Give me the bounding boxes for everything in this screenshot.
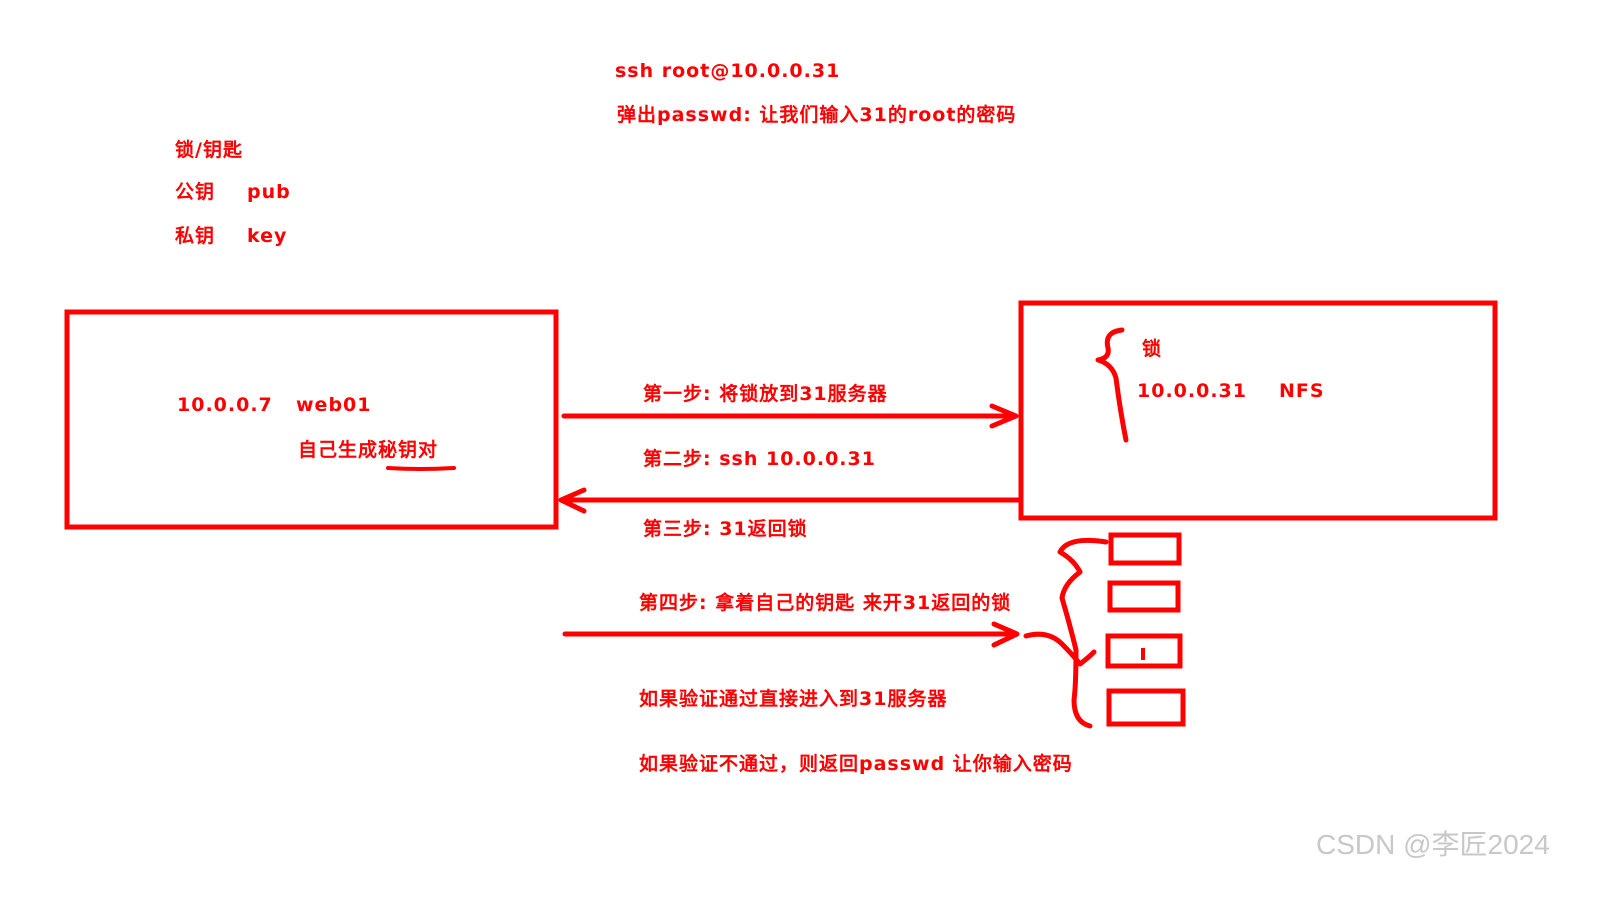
client-keypair-note: 自己生成秘钥对 (298, 439, 439, 461)
private-key-value: key (247, 225, 288, 247)
step4-arrow (562, 621, 1020, 648)
success-outcome: 如果验证通过直接进入到31服务器 (639, 688, 948, 710)
server-box (1018, 300, 1498, 521)
lock-rect-4 (1106, 688, 1186, 727)
client-ip: 10.0.0.7 (177, 394, 273, 416)
locks-brace (1057, 537, 1109, 729)
step3-label: 第三步: 31返回锁 (643, 518, 808, 540)
lock-rect-1 (1108, 532, 1182, 566)
step3-arrow (558, 487, 1023, 514)
client-hostname: web01 (296, 394, 372, 416)
csdn-watermark: CSDN @李匠2024 (1316, 829, 1550, 860)
failure-outcome: 如果验证不通过，则返回passwd 让你输入密码 (639, 753, 1073, 775)
lock-rect-3 (1105, 633, 1183, 669)
server-ip: 10.0.0.31 (1137, 380, 1247, 402)
lock-rect-2 (1107, 580, 1181, 613)
step1-label: 第一步: 将锁放到31服务器 (643, 383, 888, 405)
client-box (64, 309, 559, 530)
legend-title: 锁/钥匙 (175, 139, 243, 161)
private-key-label: 私钥 (175, 225, 216, 247)
step2-label: 第二步: ssh 10.0.0.31 (643, 448, 876, 470)
passwd-prompt-text: 弹出passwd: 让我们输入31的root的密码 (617, 104, 1017, 126)
key-underline (386, 466, 456, 471)
public-key-label: 公钥 (175, 181, 216, 203)
server-service: NFS (1279, 380, 1325, 402)
step1-arrow (561, 403, 1019, 429)
server-lock-label: 锁 (1142, 338, 1163, 360)
lock-brace (1095, 327, 1129, 443)
ssh-command-text: ssh root@10.0.0.31 (615, 60, 841, 82)
step4-hook (1023, 631, 1097, 667)
step4-label: 第四步: 拿着自己的钥匙 来开31返回的锁 (639, 592, 1012, 614)
public-key-value: pub (247, 181, 291, 203)
